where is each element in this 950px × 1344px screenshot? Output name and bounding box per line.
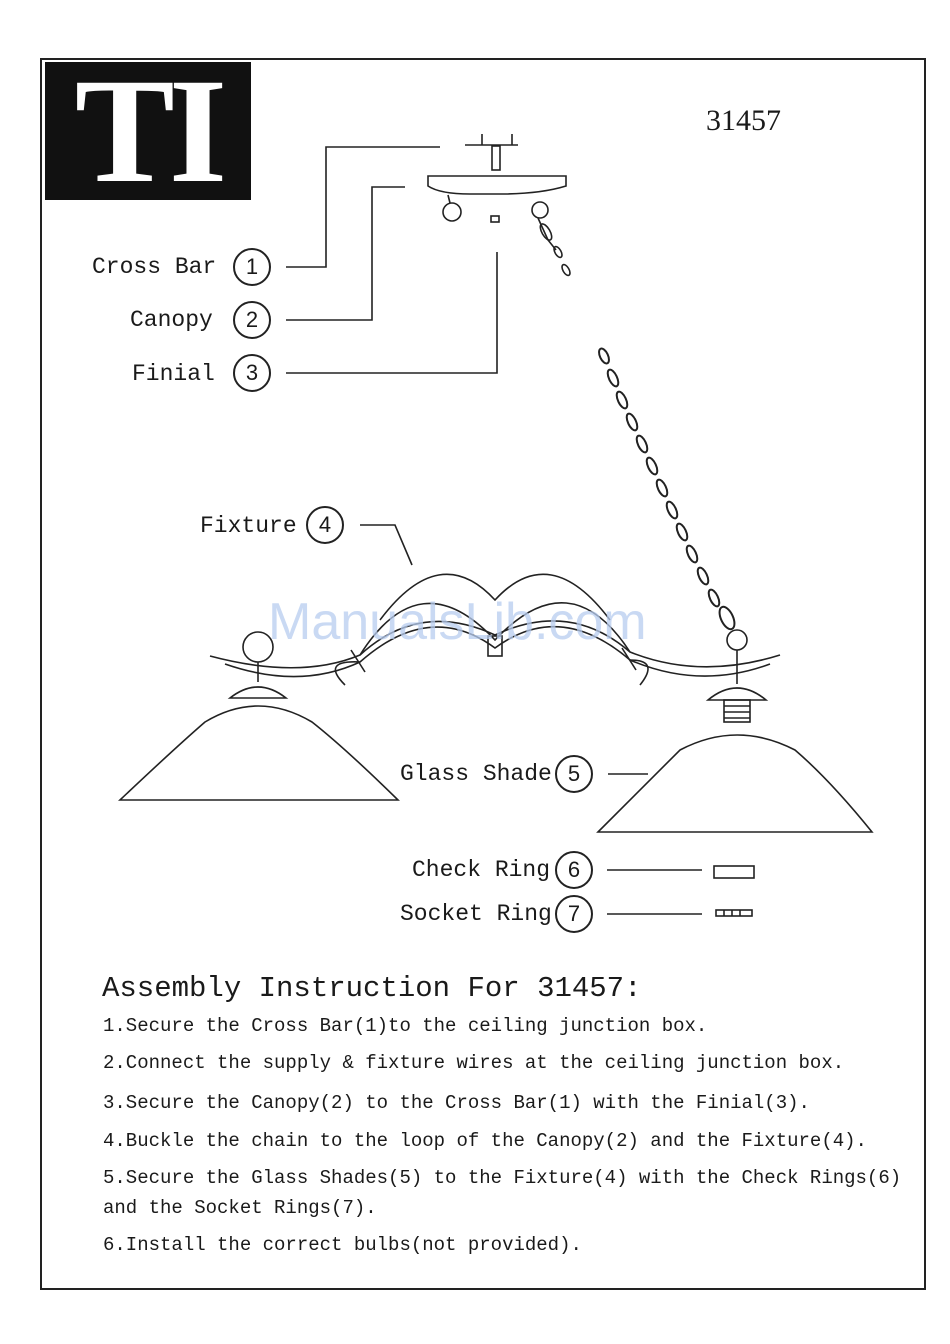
part-number-1: 1: [233, 248, 271, 286]
instruction-step-1: 1.Secure the Cross Bar(1)to the ceiling …: [103, 1015, 708, 1037]
instruction-step-5-cont: and the Socket Rings(7).: [103, 1197, 377, 1219]
part-label-canopy: Canopy: [130, 307, 213, 333]
part-label-finial: Finial: [132, 361, 215, 387]
instruction-step-4: 4.Buckle the chain to the loop of the Ca…: [103, 1130, 867, 1152]
brand-logo: TI: [45, 62, 251, 200]
part-label-check-ring: Check Ring: [412, 857, 551, 883]
part-number-7: 7: [555, 895, 593, 933]
part-number-4: 4: [306, 506, 344, 544]
leader-finial: [286, 252, 498, 374]
instruction-step-3: 3.Secure the Canopy(2) to the Cross Bar(…: [103, 1092, 810, 1114]
part-number-3: 3: [233, 354, 271, 392]
leader-canopy: [286, 186, 405, 321]
leader-cross-bar: [286, 146, 440, 268]
part-label-cross-bar: Cross Bar: [92, 254, 217, 280]
fixture-drawing: [209, 573, 781, 723]
glass-shade-drawing: [117, 705, 874, 833]
part-number-6: 6: [555, 851, 593, 889]
socket-ring-drawing: [715, 909, 753, 917]
check-ring-drawing: [713, 865, 755, 879]
page-frame: [40, 58, 926, 1290]
part-number-2: 2: [233, 301, 271, 339]
part-label-socket-ring: Socket Ring: [400, 901, 552, 927]
part-label-glass-shade: Glass Shade: [400, 761, 552, 787]
chain-drawing: [598, 347, 736, 631]
part-number-5: 5: [555, 755, 593, 793]
instruction-step-5: 5.Secure the Glass Shades(5) to the Fixt…: [103, 1167, 902, 1189]
canopy-drawing: [427, 175, 571, 277]
part-label-fixture: Fixture: [200, 513, 297, 539]
leader-fixture: [360, 524, 413, 566]
instruction-step-6: 6.Install the correct bulbs(not provided…: [103, 1234, 582, 1256]
cross-bar-drawing: [465, 134, 518, 171]
model-number: 31457: [706, 104, 781, 137]
watermark: ManualsLib.com: [268, 593, 647, 651]
instruction-step-2: 2.Connect the supply & fixture wires at …: [103, 1052, 845, 1074]
instructions-title: Assembly Instruction For 31457:: [102, 972, 642, 1005]
